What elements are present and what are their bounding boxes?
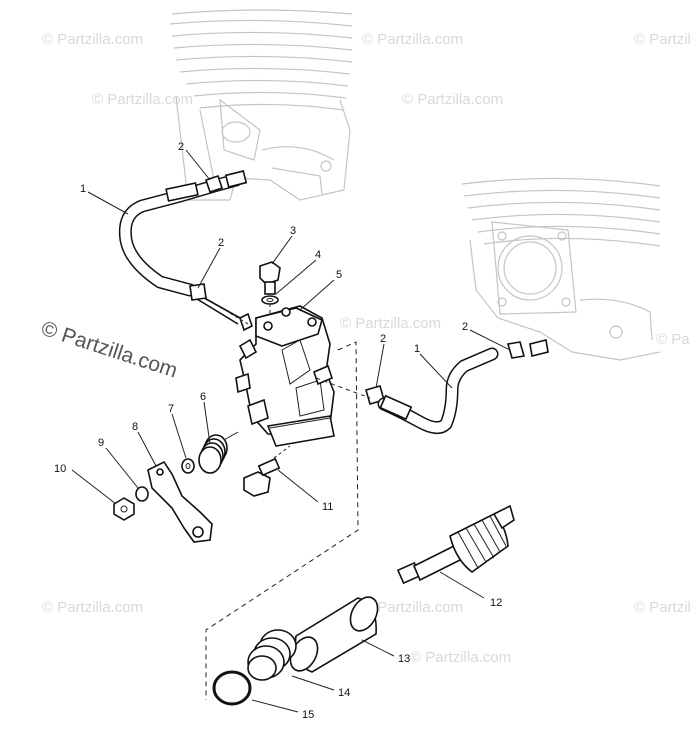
callout-15: 15	[302, 709, 314, 721]
callout-2: 2	[178, 141, 184, 153]
watermark: © Partzilla.com	[42, 599, 143, 616]
oil-line-right	[377, 339, 549, 434]
oil-line-left	[118, 170, 248, 325]
leader-lines	[71, 149, 511, 713]
bleed-screw-assembly	[259, 261, 281, 316]
assembly-guide-lines	[205, 319, 371, 700]
clamp-parts	[189, 174, 526, 405]
callout-3: 3	[290, 225, 296, 237]
watermark: © Partzilla.com	[634, 599, 690, 616]
callout-1: 1	[414, 343, 420, 355]
control-lever-assembly	[113, 431, 239, 543]
callout-14: 14	[338, 687, 350, 699]
watermark: © Partzilla.com	[402, 91, 503, 108]
callout-10: 10	[54, 463, 66, 475]
watermark-prominent: © Partzilla.com	[38, 317, 180, 383]
callout-12: 12	[490, 597, 502, 609]
watermark: © Partzilla.com	[362, 31, 463, 48]
drive-bushing	[289, 596, 379, 673]
watermark: © Partzilla.com	[634, 31, 690, 48]
watermark: © Partzilla.com	[410, 649, 511, 666]
engine-cylinder-right	[461, 177, 661, 361]
callout-8: 8	[132, 421, 138, 433]
callout-2: 2	[462, 321, 468, 333]
watermark-layer: © Partzilla.com © Partzilla.com © Partzi…	[38, 31, 690, 666]
seal-spring	[247, 629, 297, 681]
watermark: © Partzilla.com	[42, 31, 143, 48]
callout-labels: 1 2 2 3 4 5 2 1 2 6 7 8 9 10 11 12 13 14…	[54, 141, 502, 721]
callout-9: 9	[98, 437, 104, 449]
callout-7: 7	[168, 403, 174, 415]
callout-13: 13	[398, 653, 410, 665]
oil-pump-body	[227, 305, 335, 447]
watermark: © Partzilla.com	[362, 599, 463, 616]
engine-cylinder-top	[169, 9, 353, 201]
watermark: © Partzilla.com	[656, 331, 690, 348]
callout-4: 4	[315, 249, 321, 261]
watermark: © Partzilla.com	[340, 315, 441, 332]
callout-2: 2	[218, 237, 224, 249]
callout-11: 11	[322, 501, 333, 513]
callout-6: 6	[200, 391, 206, 403]
o-ring	[212, 670, 252, 706]
mounting-bolt	[243, 445, 291, 497]
callout-2: 2	[380, 333, 386, 345]
watermark: © Partzilla.com	[92, 91, 193, 108]
callout-5: 5	[336, 269, 342, 281]
drive-gear-shaft	[396, 504, 515, 585]
callout-1: 1	[80, 183, 86, 195]
